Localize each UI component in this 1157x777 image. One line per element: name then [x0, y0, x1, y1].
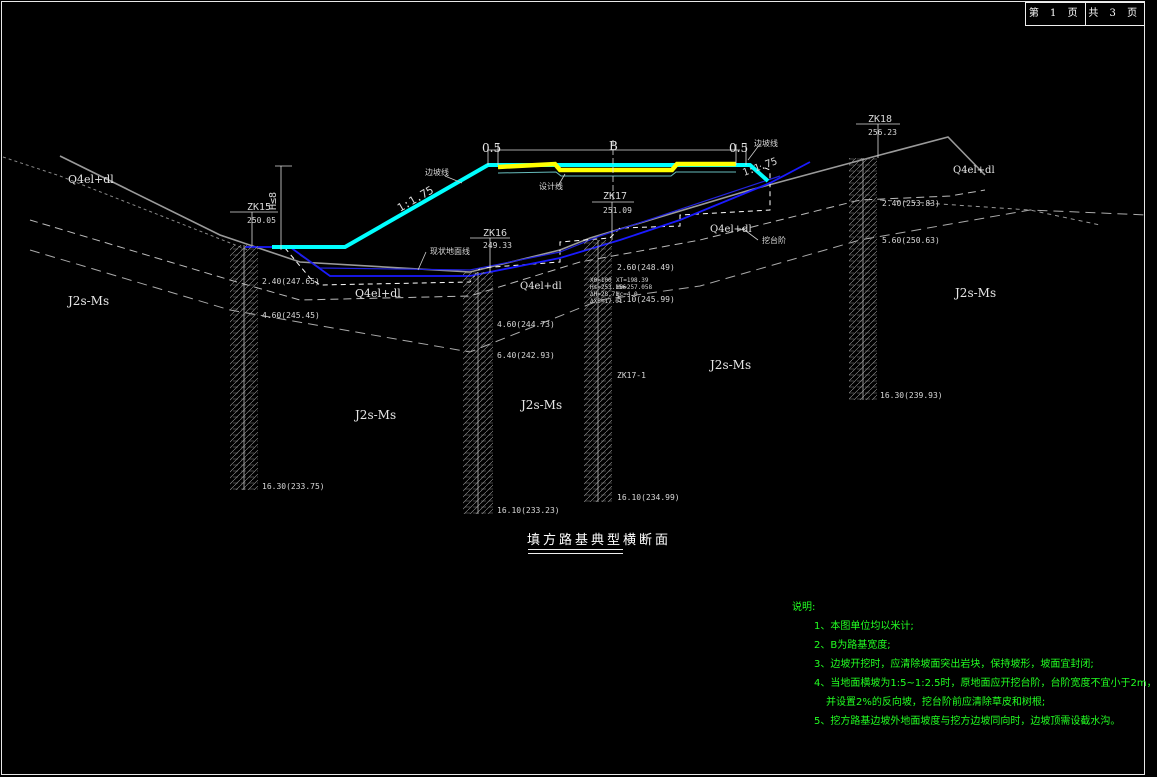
left-shoulder-dim: 0.5 — [482, 141, 501, 155]
zk15-id: ZK15 — [247, 202, 271, 213]
callout-left-edge: 边坡线 — [425, 167, 449, 177]
notes-heading: 说明: — [792, 602, 816, 613]
zk15-depth2: 4.60(245.45) — [262, 311, 320, 320]
svg-text:H0=257.058: H0=257.058 — [616, 284, 653, 291]
zk17-depth2: 5.10(245.99) — [617, 295, 675, 304]
height-dimension — [275, 165, 292, 250]
design-line — [497, 171, 736, 177]
svg-text:ΔXS=17.01: ΔXS=17.01 — [590, 298, 623, 305]
borehole-zk17 — [584, 201, 634, 502]
zk17-marker: ZK17-1 — [617, 371, 646, 380]
zk16-elev: 249.33 — [483, 241, 512, 250]
pavement-layer — [497, 161, 736, 173]
zk16-depth2: 6.40(242.93) — [497, 351, 555, 360]
callout-leaders — [417, 143, 761, 271]
strata-rock-5: J2s-Ms — [953, 286, 996, 300]
svg-text:Hs=253.156: Hs=253.156 — [590, 284, 627, 291]
borehole-zk15 — [230, 211, 278, 490]
strata-boundary-right — [879, 199, 1101, 226]
zk17-bottom: 16.10(234.99) — [617, 493, 680, 502]
embankment-outline — [272, 163, 770, 249]
strata-q-right: Q4el+dl — [710, 224, 752, 235]
page-current: 第 1 页 — [1028, 8, 1082, 19]
blue-ground-line-2 — [299, 175, 781, 271]
step-excavation-line — [284, 165, 771, 286]
ground-surface-left-dashed — [2, 156, 249, 251]
strata-rock-3: J2s-Ms — [519, 398, 562, 412]
callout-ground: 现状地面线 — [430, 246, 470, 256]
callout-right-edge: 边坡线 — [754, 138, 778, 148]
note-item-1: 1、本图单位均以米计; — [814, 621, 914, 632]
zk16-bottom: 16.10(233.23) — [497, 506, 560, 515]
zk18-bottom: 16.30(239.93) — [880, 391, 943, 400]
note-item-4-continued: 并设置2%的反向坡，挖台阶前应清除草皮和树根; — [826, 697, 1046, 708]
zk17-depth1: 2.60(248.49) — [617, 263, 675, 272]
zk15-elev: 250.05 — [247, 216, 276, 225]
strata-q-mid2: Q4el+dl — [520, 281, 562, 292]
note-item-5: 5、挖方路基边坡外地面坡度与挖方边坡同向时，边坡顶需设截水沟。 — [814, 716, 1121, 727]
zk18-elev: 256.23 — [868, 128, 897, 137]
page-indicator: 第 1 页 共 3 页 — [1025, 2, 1145, 26]
strata-rock-4: J2s-Ms — [708, 358, 751, 372]
page-total: 共 3 页 — [1084, 3, 1145, 25]
zk16-depth1: 4.60(244.73) — [497, 320, 555, 329]
note-item-4: 4、当地面横坡为1:5~1:2.5时，原地面应开挖台阶，台阶宽度不宜小于2m， — [814, 678, 1157, 689]
right-shoulder-dim: 0.5 — [729, 141, 748, 155]
strata-boundary-upper — [29, 189, 986, 301]
drawing-title: 填方路基典型横断面 — [527, 533, 672, 548]
note-item-3: 3、边坡开挖时，应清除坡面突出岩块，保持坡形，坡面宜封闭; — [814, 659, 1094, 670]
borehole-zk18 — [849, 123, 900, 400]
height-label: H≤8 — [268, 192, 279, 210]
callout-design: 设计线 — [539, 181, 563, 191]
strata-boundary-lower — [29, 209, 1148, 353]
dimension-top — [487, 140, 747, 200]
ground-surface-line — [59, 136, 986, 273]
title-underline-double — [528, 553, 623, 554]
zk18-depth2: 5.60(250.63) — [882, 236, 940, 245]
zk15-depth1: 2.40(247.65) — [262, 277, 320, 286]
svg-text:Hc=4.0: Hc=4.0 — [616, 291, 638, 298]
zk17-params: X0=100 XT=198.39 Hs=253.156 H0=257.058 Δ… — [590, 277, 653, 305]
note-item-2: 2、B为路基宽度; — [814, 640, 891, 651]
title-underline — [528, 549, 623, 550]
notes-block: 说明: 1、本图单位均以米计; 2、B为路基宽度; 3、边坡开挖时，应清除坡面突… — [792, 598, 1157, 731]
strata-q-left: Q4el+dl — [68, 173, 114, 186]
callout-step: 挖台阶 — [762, 235, 786, 245]
zk16-id: ZK16 — [483, 228, 507, 239]
zk15-bottom: 16.30(233.75) — [262, 482, 325, 491]
strata-q-mid: Q4el+dl — [355, 287, 401, 300]
road-width-b: B — [609, 139, 618, 153]
strata-rock-2: J2s-Ms — [353, 408, 396, 422]
borehole-zk16 — [463, 237, 510, 514]
zk17-elev: 251.09 — [603, 206, 632, 215]
zk18-id: ZK18 — [868, 114, 892, 125]
svg-text:XT=198.39: XT=198.39 — [616, 277, 649, 284]
strata-q-far-right: Q4el+dl — [953, 165, 995, 176]
svg-text:X0=100: X0=100 — [590, 277, 612, 284]
svg-text:ΔH=28.71: ΔH=28.71 — [590, 291, 619, 298]
strata-rock-1: J2s-Ms — [66, 294, 109, 308]
zk17-id: ZK17 — [603, 191, 627, 202]
zk18-depth1: 2.40(253.83) — [882, 199, 940, 208]
